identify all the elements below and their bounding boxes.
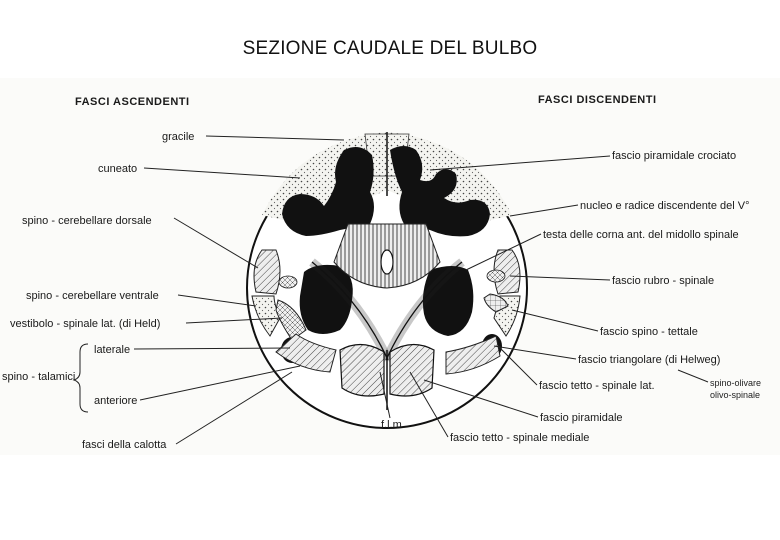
annotation-olivo-spinale: olivo-spinale (710, 390, 760, 400)
pyramid-left (339, 343, 385, 397)
label-tetto-spinale-lat: fascio tetto - spinale lat. (539, 380, 655, 392)
page-title: SEZIONE CAUDALE DEL BULBO (242, 38, 538, 59)
rubrospinal-small (483, 293, 509, 313)
label-vestibolo-spinale: vestibolo - spinale lat. (di Held) (10, 318, 160, 330)
label-spino-cerebellare-ventrale: spino - cerebellare ventrale (26, 290, 159, 302)
central-canal (380, 249, 394, 275)
label-piramidale-crociato: fascio piramidale crociato (612, 150, 736, 162)
header-ascending: FASCI ASCENDENTI (75, 96, 190, 108)
label-laterale: laterale (94, 344, 130, 356)
grey-matter (281, 146, 502, 363)
header-descending: FASCI DISCENDENTI (538, 94, 657, 106)
label-spino-tettale: fascio spino - tettale (600, 326, 698, 338)
label-spino-cerebellare-dorsale: spino - cerebellare dorsale (22, 215, 152, 227)
spinothalamic-lateral (275, 333, 337, 373)
spinothalamic-brace (72, 343, 89, 413)
label-triangolare: fascio triangolare (di Helweg) (578, 354, 720, 366)
label-nucleo-radice: nucleo e radice discendente del V° (580, 200, 750, 212)
leader-lines-left (133, 135, 345, 445)
annotation-spino-olivare: spino-olivare (710, 378, 761, 388)
label-testa-corna: testa delle corna ant. del midollo spina… (543, 229, 739, 241)
tectospinal-lateral (445, 335, 501, 375)
label-rubro-spinale: fascio rubro - spinale (612, 275, 714, 287)
label-flm: f.l.m. (381, 419, 405, 431)
medulla-section (246, 132, 528, 429)
label-gracile: gracile (162, 131, 194, 143)
rubrospinal-tract (493, 249, 521, 295)
pyramid-right (389, 343, 435, 397)
label-spino-talamici: spino - talamici (2, 371, 75, 383)
leader-lines-right (379, 155, 709, 438)
label-anteriore: anteriore (94, 395, 137, 407)
label-tetto-spinale-mediale: fascio tetto - spinale mediale (450, 432, 589, 444)
spinocerebellar-dorsal-tract (253, 249, 281, 295)
label-cuneato: cuneato (98, 163, 137, 175)
label-piramidale: fascio piramidale (540, 412, 623, 424)
label-fasci-calotta: fasci della calotta (82, 439, 167, 451)
